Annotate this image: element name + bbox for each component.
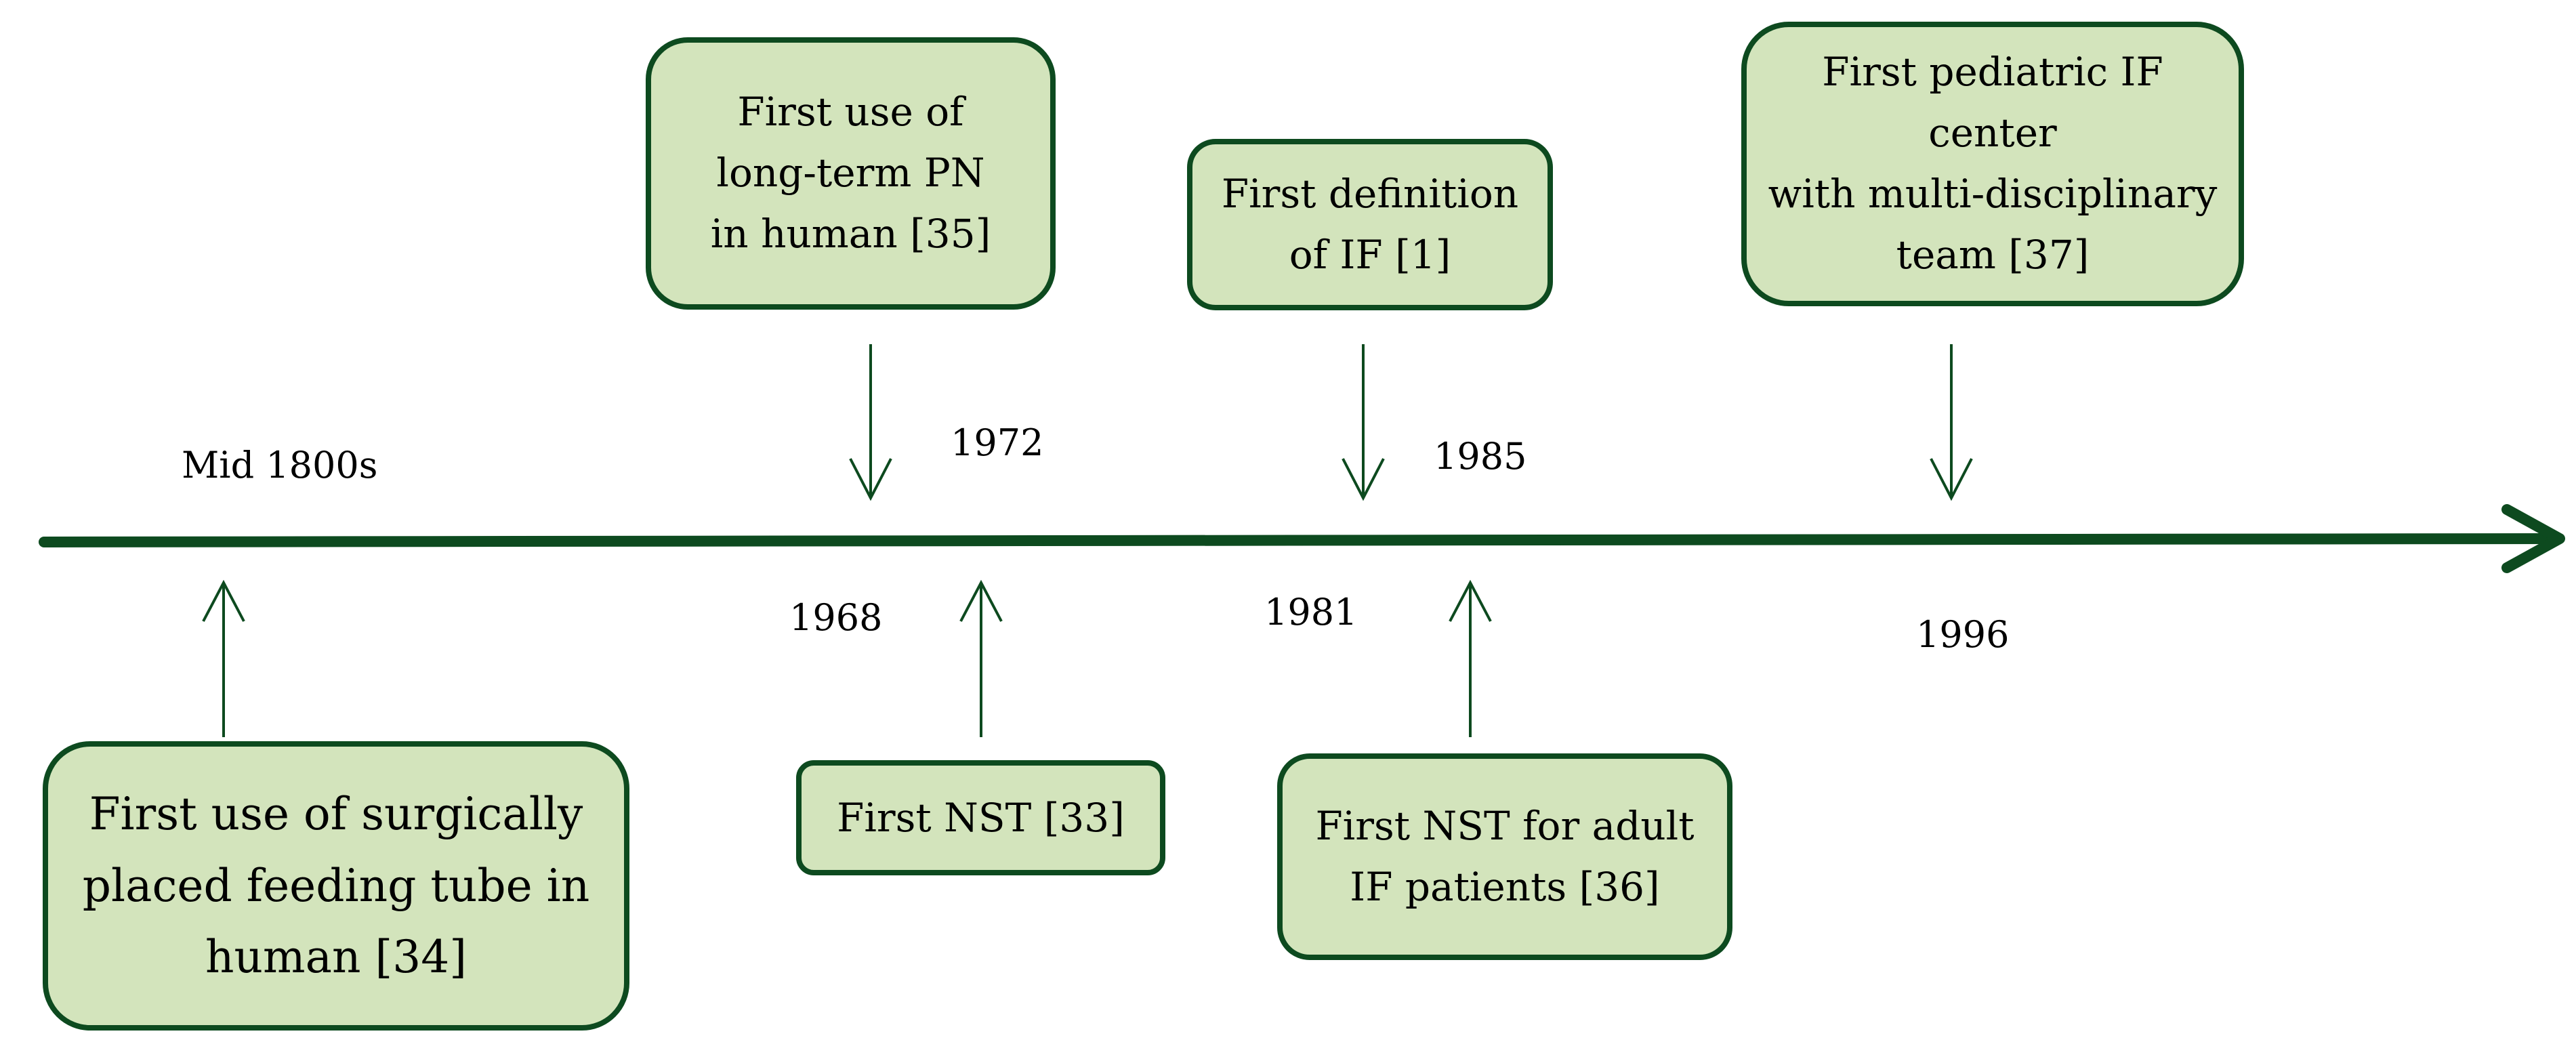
connector-arrow-1981 <box>1342 344 1385 501</box>
event-text-1981: First definition of IF [1] <box>1221 170 1519 278</box>
event-text-1985: First NST for adult IF patients [36] <box>1315 802 1695 910</box>
event-box-1996: First pediatric IF center with multi-dis… <box>1741 22 2244 306</box>
event-text-1968: First use of long-term PN in human [35] <box>710 89 991 257</box>
timeline-axis <box>39 533 2560 547</box>
event-text-mid-1800s: First use of surgically placed feeding t… <box>82 788 590 984</box>
year-label-1968: 1968 <box>789 596 883 639</box>
event-text-1996: First pediatric IF center with multi-dis… <box>1768 49 2218 278</box>
timeline-arrowhead <box>2501 504 2565 573</box>
year-label-1985: 1985 <box>1434 435 1527 478</box>
year-label-1972: 1972 <box>951 421 1044 464</box>
connector-arrow-1985 <box>1449 579 1492 737</box>
event-box-1968: First use of long-term PN in human [35] <box>646 37 1056 310</box>
event-box-1981: First definition of IF [1] <box>1187 139 1553 310</box>
event-box-1972: First NST [33] <box>796 760 1165 875</box>
event-text-1972: First NST [33] <box>837 794 1125 841</box>
connector-arrow-1996 <box>1930 344 1973 501</box>
event-box-1985: First NST for adult IF patients [36] <box>1277 753 1732 960</box>
year-label-mid-1800s: Mid 1800s <box>182 444 378 486</box>
connector-arrow-mid-1800s <box>202 579 245 737</box>
connector-arrow-1972 <box>959 579 1003 737</box>
connector-arrow-1968 <box>849 344 892 501</box>
year-label-1996: 1996 <box>1916 613 2010 656</box>
year-label-1981: 1981 <box>1264 591 1358 633</box>
event-box-mid-1800s: First use of surgically placed feeding t… <box>43 741 629 1031</box>
